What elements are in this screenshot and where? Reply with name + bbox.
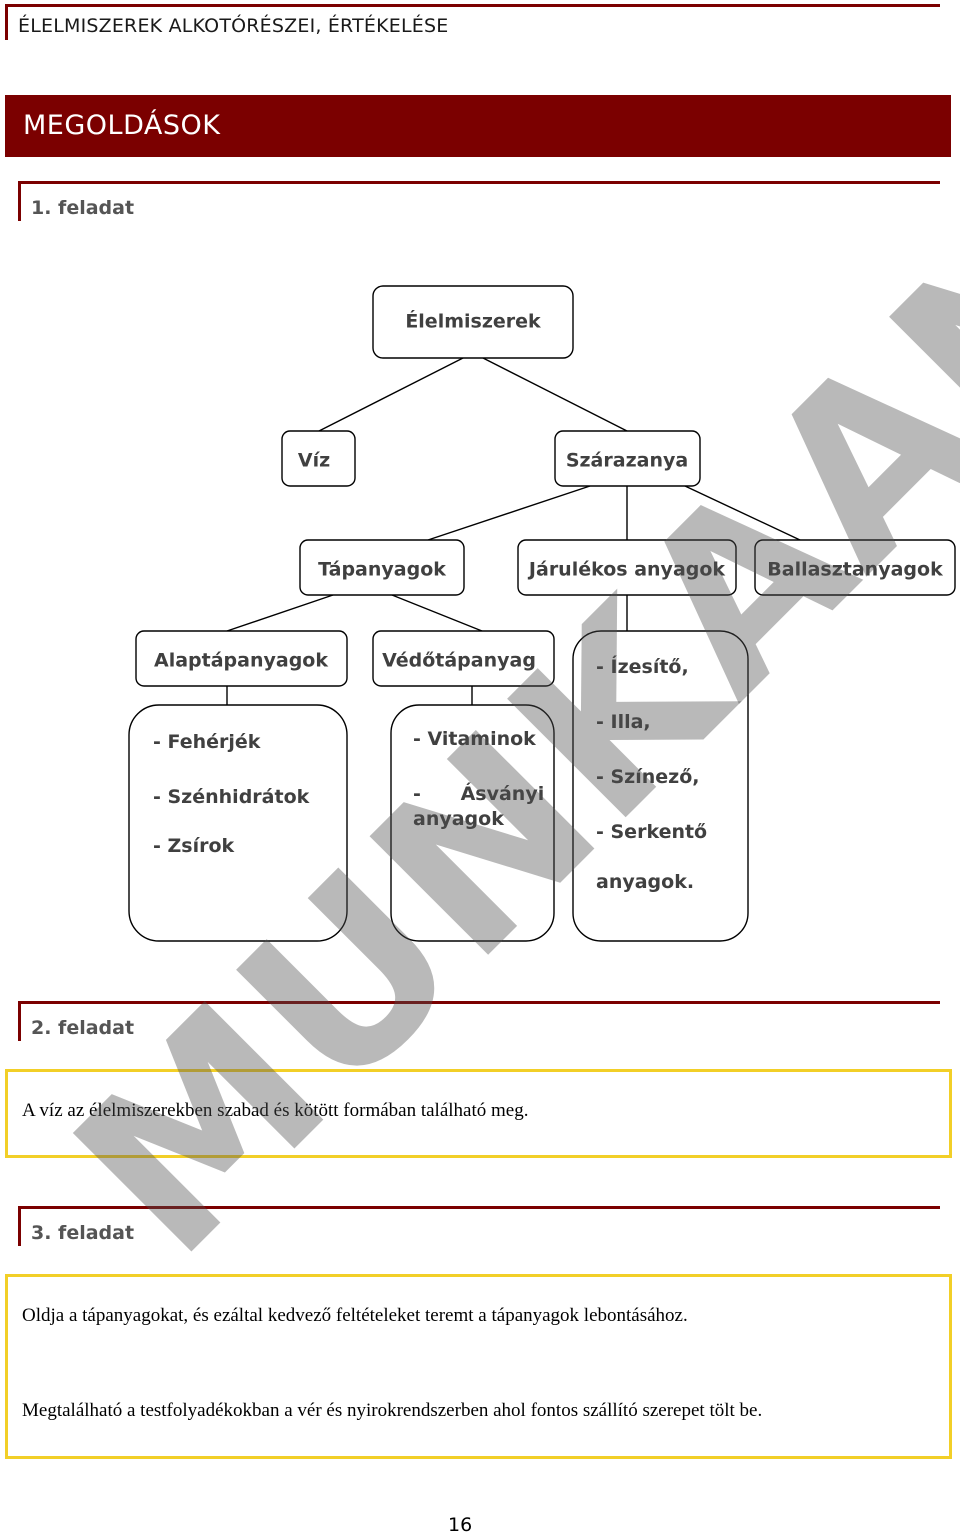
accessory-item: - Színező, — [596, 766, 700, 788]
node-accessory-list: - Ízesítő, - Illa, - Színező, - Serkentő… — [572, 630, 749, 942]
task-2-answer: A víz az élelmiszerekben szabad és kötöt… — [22, 1100, 529, 1121]
task-2-rule — [18, 1001, 940, 1004]
solutions-banner: MEGOLDÁSOK — [5, 95, 951, 157]
header-rule — [8, 4, 940, 7]
task-1-heading: 1. feladat — [31, 197, 135, 219]
node-root: Élelmiszerek — [372, 285, 574, 359]
banner-title: MEGOLDÁSOK — [23, 110, 221, 141]
basic-item: - Fehérjék — [153, 731, 261, 753]
edge-dry-ballast — [684, 485, 801, 541]
node-protective-label: Védőtápanyag — [382, 650, 536, 672]
node-ballast: Ballasztanyagok — [754, 539, 956, 596]
node-nutrients-label: Tápanyagok — [318, 559, 446, 581]
node-protective: Védőtápanyag — [372, 630, 555, 687]
accessory-item: - Illa, — [596, 711, 651, 733]
node-water: Víz — [281, 430, 356, 487]
node-protective-list: - Vitaminok - Ásványi anyagok — [390, 704, 555, 942]
accessory-item: - Ízesítő, — [596, 655, 689, 678]
task-3-heading: 3. feladat — [31, 1222, 135, 1244]
task-2-answer-box: A víz az élelmiszerekben szabad és kötöt… — [5, 1069, 952, 1158]
accessory-item: anyagok. — [596, 871, 694, 893]
node-accessory: Járulékos anyagok — [517, 539, 737, 596]
node-accessory-label: Járulékos anyagok — [527, 559, 725, 581]
task-1-rule — [18, 181, 940, 184]
node-dry-matter-label: Szárazanya — [566, 450, 688, 472]
header-bar — [5, 4, 8, 40]
food-components-diagram: Élelmiszerek Víz Szárazanya Tápanyagok J… — [128, 285, 956, 942]
basic-item: - Szénhidrátok — [153, 786, 310, 808]
task-3-bar — [18, 1206, 21, 1246]
protective-item: anyagok — [413, 808, 504, 830]
task-3-rule — [18, 1206, 940, 1209]
node-basic-label: Alaptápanyagok — [154, 650, 328, 672]
protective-item: - Ásványi — [413, 782, 544, 805]
node-water-label: Víz — [298, 450, 330, 472]
edge-nutrients-basic — [226, 594, 334, 632]
running-header: ÉLELMISZEREK ALKOTÓRÉSZEI, ÉRTÉKELÉSE — [18, 15, 449, 37]
page-number: 16 — [448, 1514, 473, 1536]
node-dry-matter: Szárazanya — [554, 430, 701, 487]
node-ballast-label: Ballasztanyagok — [767, 559, 943, 581]
task-1-bar — [18, 181, 21, 221]
node-root-label: Élelmiszerek — [405, 310, 541, 333]
task-2-bar — [18, 1001, 21, 1041]
edge-root-water — [318, 357, 464, 432]
basic-item: - Zsírok — [153, 835, 235, 857]
node-basic: Alaptápanyagok — [135, 630, 348, 687]
protective-item: - Vitaminok — [413, 728, 536, 750]
task-3-answer-box: Oldja a tápanyagokat, és ezáltal kedvező… — [5, 1274, 952, 1459]
task-2-heading: 2. feladat — [31, 1017, 135, 1039]
accessory-item: - Serkentő — [596, 821, 707, 843]
node-nutrients: Tápanyagok — [299, 539, 465, 596]
task-3-answer-line: Oldja a tápanyagokat, és ezáltal kedvező… — [22, 1305, 688, 1326]
task-3-answer-line: Megtalálható a testfolyadékokban a vér é… — [22, 1400, 763, 1421]
edge-root-dry — [482, 357, 628, 432]
edge-dry-nutrients — [427, 485, 591, 541]
edge-nutrients-protective — [391, 594, 483, 632]
node-basic-list: - Fehérjék - Szénhidrátok - Zsírok — [128, 704, 348, 942]
